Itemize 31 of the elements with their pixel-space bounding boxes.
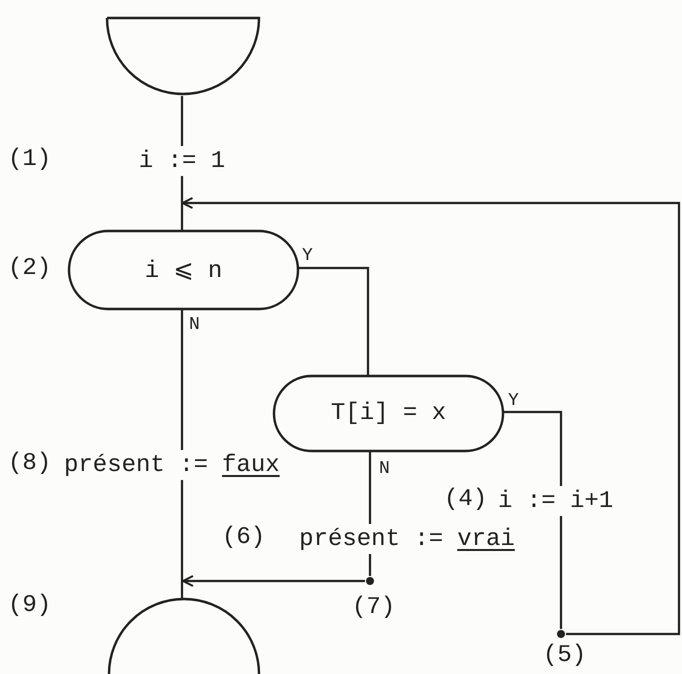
step-number: (1) — [8, 146, 52, 173]
condition-text: T[i] = x — [330, 400, 446, 427]
step-number: (6) — [222, 524, 266, 551]
flow-line — [368, 452, 372, 524]
flow-arrow — [182, 197, 680, 636]
decision-box — [68, 230, 299, 310]
flow-arrow — [182, 575, 365, 587]
flow-line — [180, 176, 184, 230]
flow-line — [180, 310, 184, 450]
step-number: (8) — [8, 450, 52, 477]
assignment-text: présent := vrai — [284, 524, 530, 554]
start-terminal — [106, 17, 260, 96]
step-number: (4) — [444, 486, 488, 513]
flow-line — [504, 410, 562, 486]
junction-dot — [556, 629, 566, 639]
junction-dot — [365, 576, 375, 586]
condition-text: i ⩽ n — [144, 257, 222, 285]
flow-line — [368, 554, 372, 576]
assignment-text: i := 1 — [132, 146, 232, 176]
flow-line — [180, 96, 184, 146]
decision-box — [273, 375, 504, 452]
step-number: (7) — [352, 594, 396, 621]
flow-line — [560, 516, 562, 629]
step-number: (9) — [8, 592, 52, 619]
flow-line — [299, 266, 370, 375]
assignment-text: i := i+1 — [498, 486, 644, 516]
step-number: (5) — [543, 642, 586, 669]
step-number: (2) — [8, 255, 52, 282]
flow-line — [180, 480, 184, 600]
assignment-text: présent := faux — [64, 450, 320, 480]
end-terminal — [108, 600, 260, 674]
